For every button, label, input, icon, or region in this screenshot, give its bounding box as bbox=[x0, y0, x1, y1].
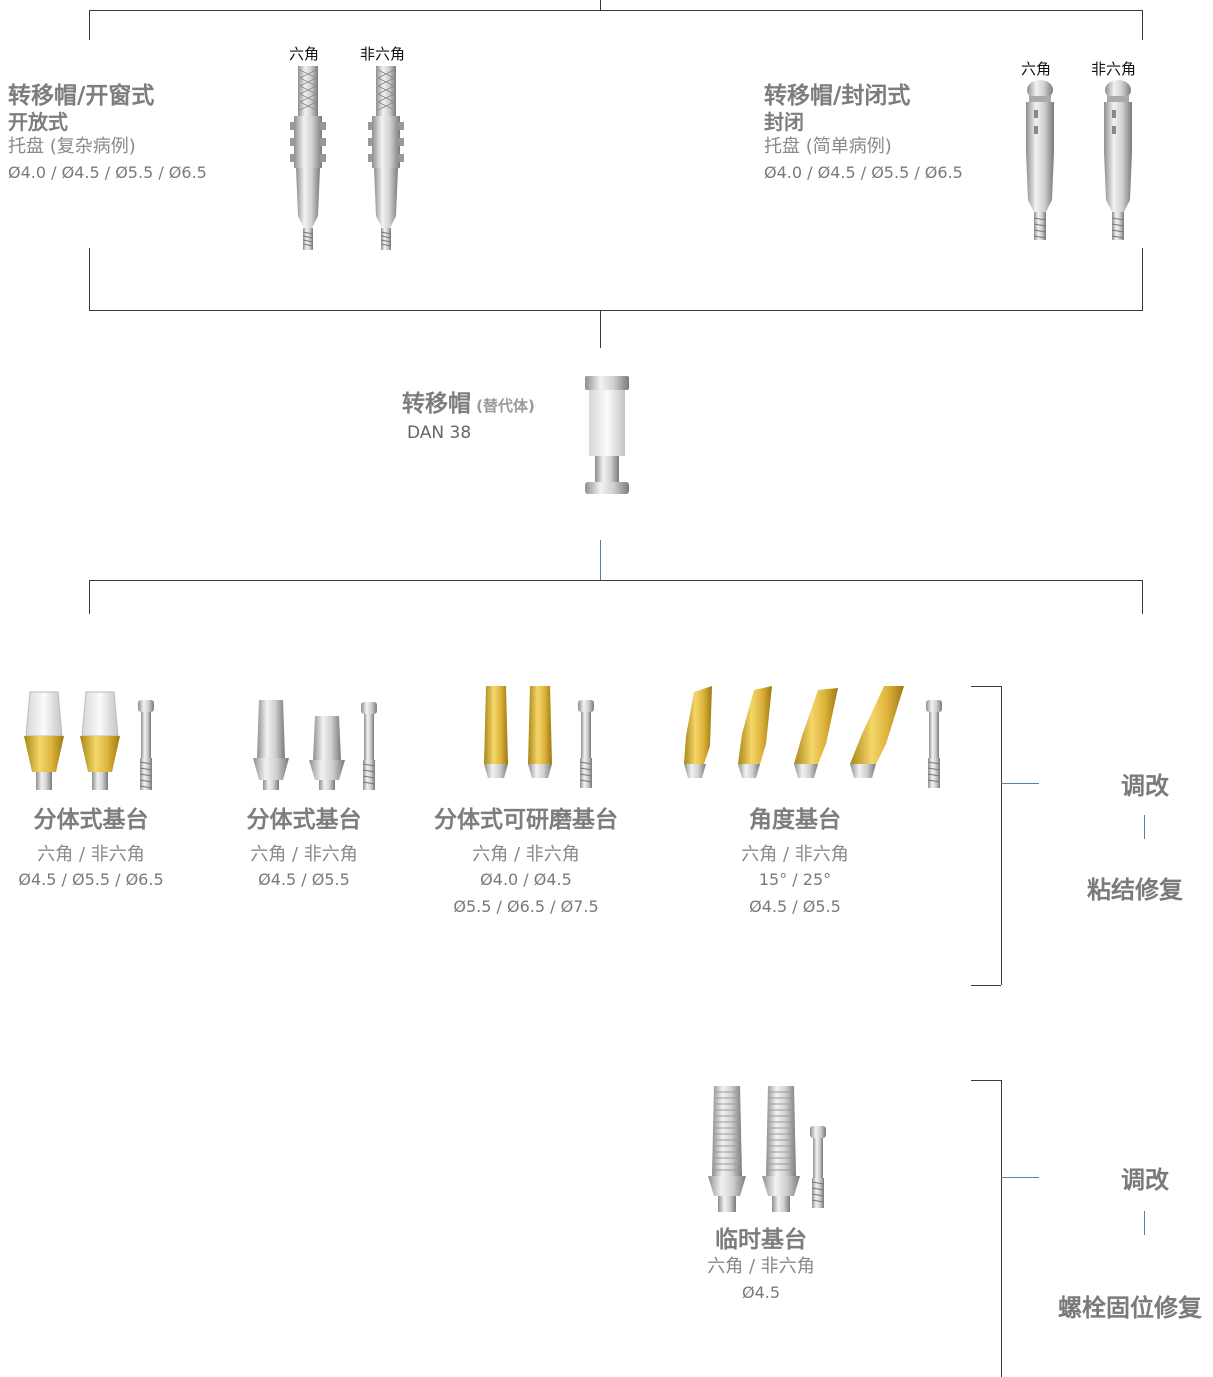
temporary-abutment-line1: 六角 / 非六角 bbox=[707, 1256, 815, 1277]
abutment-3-line2: Ø4.0 / Ø4.5 bbox=[480, 870, 572, 889]
lower-bracket-right-tick bbox=[1142, 580, 1143, 614]
screw-adjust-label: 调改 bbox=[1121, 1166, 1169, 1194]
abutment-1-line2: Ø4.5 / Ø5.5 / Ø6.5 bbox=[18, 870, 164, 889]
abutment-3-line3: Ø5.5 / Ø6.5 / Ø7.5 bbox=[453, 897, 599, 916]
cement-divider bbox=[1144, 815, 1145, 839]
abutment-4-image bbox=[684, 686, 942, 788]
top-bracket-horizontal bbox=[89, 10, 1143, 11]
abutment-1-line1: 六角 / 非六角 bbox=[37, 844, 145, 865]
open-coping-nonhex-label: 非六角 bbox=[360, 45, 406, 63]
analog-code: DAN 38 bbox=[407, 423, 472, 443]
top-bracket-left-tick bbox=[89, 10, 90, 40]
screw-bracket-connector bbox=[1001, 1177, 1039, 1178]
abutment-4-line3: Ø4.5 / Ø5.5 bbox=[749, 897, 841, 916]
abutment-4-line2: 15° / 25° bbox=[758, 870, 832, 889]
top-stem-line bbox=[600, 0, 601, 10]
cement-bracket-top bbox=[971, 686, 1001, 687]
closed-coping-nonhex-label: 非六角 bbox=[1091, 60, 1137, 78]
abutment-2-line2: Ø4.5 / Ø5.5 bbox=[258, 870, 350, 889]
closed-coping-subtitle: 封闭 bbox=[764, 110, 804, 134]
cement-restoration-label: 粘结修复 bbox=[1087, 876, 1183, 904]
closed-coping-tray: 托盘 (简单病例) bbox=[764, 136, 892, 157]
lower-bracket-horizontal bbox=[89, 580, 1143, 581]
open-coping-hex-label: 六角 bbox=[289, 45, 320, 63]
closed-coping-title: 转移帽/封闭式 bbox=[764, 83, 911, 109]
top-bracket-right-tick bbox=[1142, 10, 1143, 40]
open-coping-subtitle: 开放式 bbox=[8, 110, 68, 134]
abutment-3-title: 分体式可研磨基台 bbox=[434, 807, 618, 833]
abutment-1-title: 分体式基台 bbox=[33, 807, 149, 833]
cement-adjust-label: 调改 bbox=[1121, 772, 1169, 800]
screw-bracket-vertical bbox=[1001, 1080, 1002, 1377]
abutment-4-title: 角度基台 bbox=[749, 807, 841, 833]
open-coping-hex-image bbox=[290, 66, 326, 250]
analog-title-group: 转移帽 (替代体) bbox=[402, 384, 535, 418]
screw-bracket-top bbox=[971, 1080, 1001, 1081]
lower-stem-line bbox=[600, 540, 601, 580]
mid-stem-line bbox=[600, 310, 601, 348]
cement-bracket-connector bbox=[1001, 783, 1039, 784]
temporary-abutment-line2: Ø4.5 bbox=[741, 1283, 781, 1302]
abutment-4-line1: 六角 / 非六角 bbox=[741, 844, 849, 865]
closed-coping-hex-label: 六角 bbox=[1021, 60, 1052, 78]
analog-image bbox=[585, 376, 629, 494]
abutment-3-image bbox=[484, 686, 594, 788]
open-coping-nonhex-image bbox=[368, 66, 404, 250]
closed-coping-sizes: Ø4.0 / Ø4.5 / Ø5.5 / Ø6.5 bbox=[764, 163, 963, 182]
abutment-2-line1: 六角 / 非六角 bbox=[250, 844, 358, 865]
analog-title: 转移帽 bbox=[402, 391, 471, 417]
closed-coping-hex-image bbox=[1026, 80, 1054, 240]
abutment-2-title: 分体式基台 bbox=[246, 807, 362, 833]
analog-title-note: (替代体) bbox=[476, 397, 535, 415]
cement-bracket-vertical bbox=[1001, 686, 1002, 985]
temporary-abutment-title: 临时基台 bbox=[715, 1227, 807, 1253]
closed-coping-nonhex-image bbox=[1104, 80, 1132, 240]
mid-bracket-left-tick bbox=[89, 248, 90, 310]
mid-bracket-horizontal bbox=[89, 310, 1143, 311]
abutment-1-image bbox=[24, 691, 154, 790]
screw-divider bbox=[1144, 1211, 1145, 1235]
open-coping-tray: 托盘 (复杂病例) bbox=[8, 136, 136, 157]
abutment-3-line1: 六角 / 非六角 bbox=[472, 844, 580, 865]
open-coping-title: 转移帽/开窗式 bbox=[8, 83, 155, 109]
mid-bracket-right-tick bbox=[1142, 248, 1143, 310]
cement-bracket-bottom bbox=[971, 985, 1001, 986]
open-coping-sizes: Ø4.0 / Ø4.5 / Ø5.5 / Ø6.5 bbox=[8, 163, 207, 182]
screw-restoration-label: 螺栓固位修复 bbox=[1058, 1294, 1202, 1322]
lower-bracket-left-tick bbox=[89, 580, 90, 614]
abutment-2-image bbox=[253, 700, 377, 790]
temporary-abutment-image bbox=[708, 1086, 826, 1212]
